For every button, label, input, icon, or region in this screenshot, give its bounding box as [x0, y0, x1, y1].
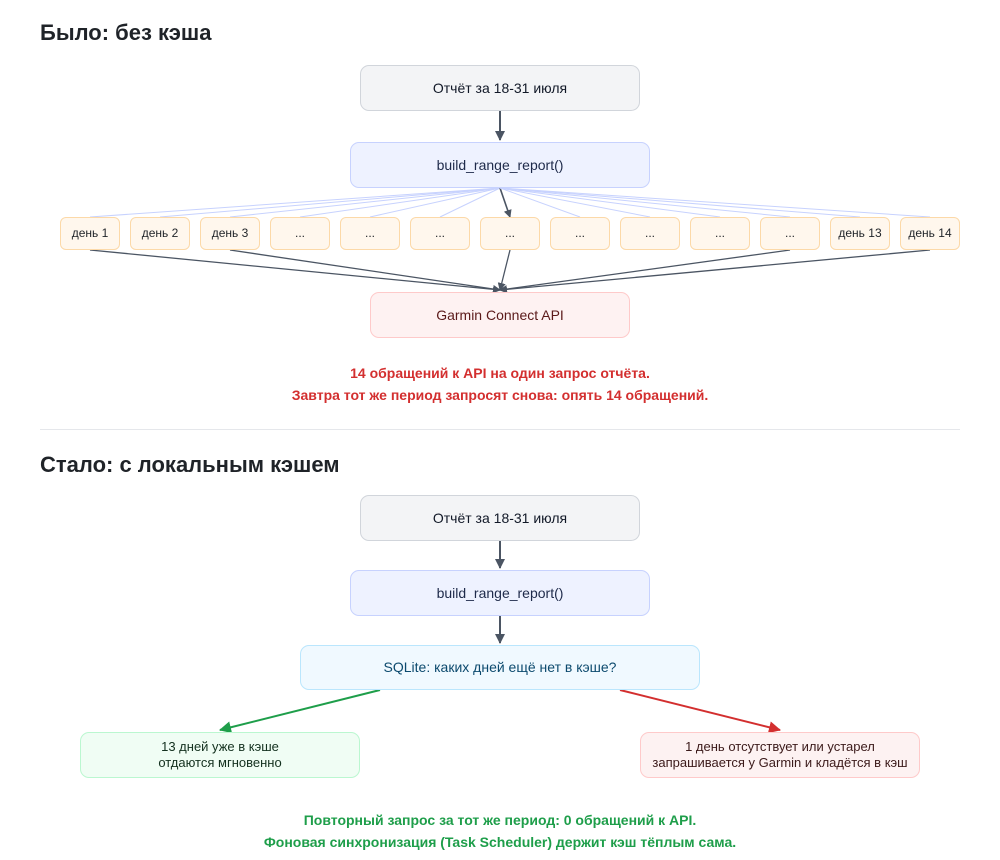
before-note-line1: 14 обращений к API на один запрос отчёта…: [350, 365, 650, 381]
day-node: ...: [620, 217, 680, 250]
fan-in-line: [497, 249, 511, 291]
fan-out-line: [499, 187, 581, 218]
day-node: день 13: [830, 217, 890, 250]
fan-in-line: [229, 249, 501, 293]
fan-in-line: [499, 249, 791, 294]
fan-out-line: [439, 187, 501, 218]
before-note-line2: Завтра тот же период запросят снова: опя…: [291, 387, 709, 403]
fan-out-line: [299, 187, 501, 218]
section-heading-before: Было: без кэша: [40, 20, 212, 45]
report-request-node-after: Отчёт за 18-31 июля: [360, 495, 640, 541]
fan-out-lines: [89, 187, 931, 218]
fan-out-line: [499, 187, 931, 218]
report-request-node: Отчёт за 18-31 июля: [360, 65, 640, 111]
fan-out-line: [499, 187, 512, 218]
day-node: ...: [690, 217, 750, 250]
day-node: ...: [480, 217, 540, 250]
arrow-cache-to-hit: [219, 689, 381, 734]
cache-miss-line1: 1 день отсутствует или устарел: [685, 739, 875, 754]
fan-out-line: [159, 187, 501, 218]
cache-hit-line2: отдаются мгновенно: [158, 755, 282, 770]
garmin-api-node: Garmin Connect API: [370, 292, 630, 338]
day-node: ...: [270, 217, 330, 250]
fan-out-line: [499, 187, 861, 218]
after-note-line2: Фоновая синхронизация (Task Scheduler) д…: [263, 834, 737, 850]
day-node: ...: [340, 217, 400, 250]
day-node: ...: [760, 217, 820, 250]
day-node: ...: [550, 217, 610, 250]
day-node: день 1: [60, 217, 120, 250]
fan-out-line: [89, 187, 501, 218]
fan-out-line: [229, 187, 501, 218]
fan-out-line: [499, 187, 791, 218]
fan-in-lines: [89, 249, 931, 294]
sqlite-cache-check-node: SQLite: каких дней ещё нет в кэше?: [300, 645, 700, 690]
build-range-report-node: build_range_report(): [350, 142, 650, 188]
cache-hit-node: 13 дней уже в кэше отдаются мгновенно: [80, 732, 360, 778]
after-note-line1: Повторный запрос за тот же период: 0 обр…: [303, 812, 697, 828]
cache-miss-node: 1 день отсутствует или устарел запрашива…: [640, 732, 920, 778]
fan-in-line: [89, 249, 501, 294]
day-node: день 3: [200, 217, 260, 250]
fan-out-line: [499, 187, 721, 218]
build-range-report-node-after: build_range_report(): [350, 570, 650, 616]
cache-miss-line2: запрашивается у Garmin и кладётся в кэш: [652, 755, 908, 770]
day-node: день 2: [130, 217, 190, 250]
section-heading-after: Стало: с локальным кэшем: [40, 452, 340, 477]
cache-hit-line1: 13 дней уже в кэше: [161, 739, 279, 754]
fan-out-line: [499, 187, 651, 218]
day-node: день 14: [900, 217, 960, 250]
fan-in-line: [499, 249, 931, 294]
arrow-cache-to-miss: [619, 689, 781, 734]
fan-out-line: [369, 187, 501, 218]
section-divider: [40, 429, 960, 430]
day-node: ...: [410, 217, 470, 250]
